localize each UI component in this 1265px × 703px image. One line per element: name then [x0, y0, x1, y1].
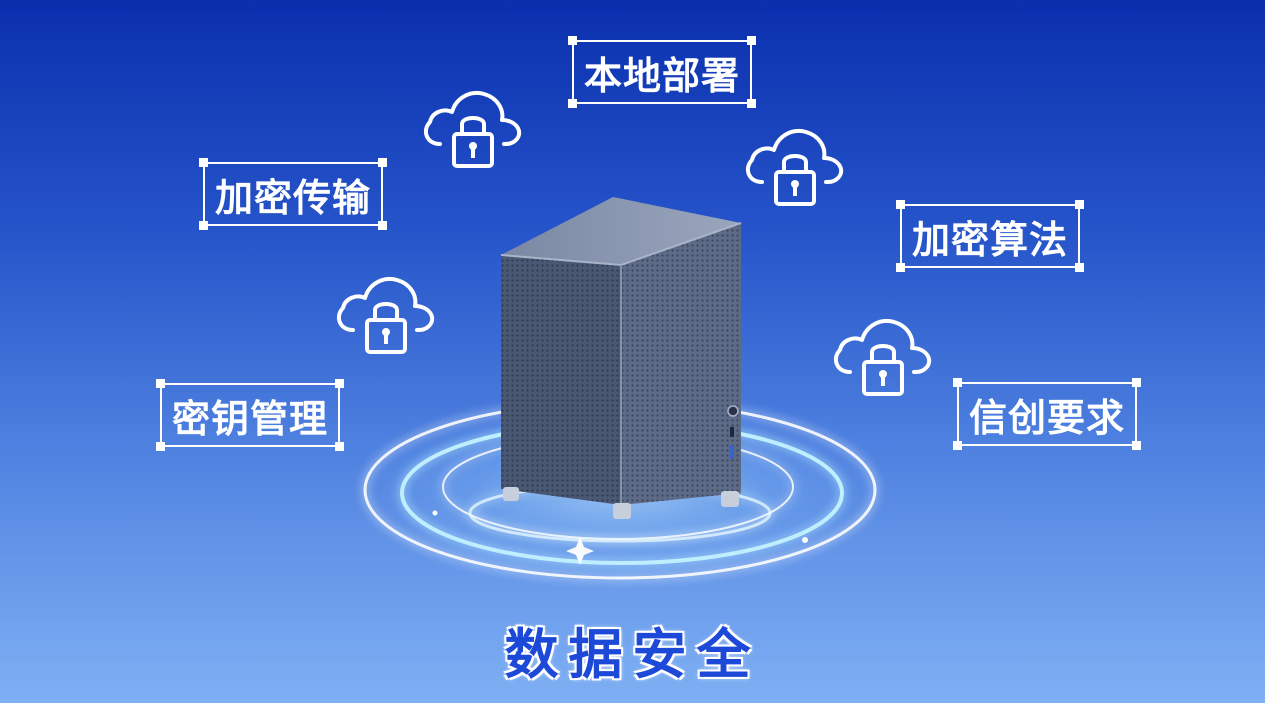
cloud-lock-icon — [423, 91, 522, 168]
label-xinchuang-requirement: 信创要求 — [953, 378, 1141, 450]
footer-title: 数据安全 — [504, 623, 761, 686]
label-key-management-text: 密钥管理 — [171, 396, 328, 441]
label-encrypted-transfer-text: 加密传输 — [214, 175, 371, 220]
cloud-lock-icon — [336, 277, 435, 354]
cloud-lock-icon — [833, 319, 932, 396]
label-local-deploy-text: 本地部署 — [583, 53, 740, 98]
label-encrypted-transfer: 加密传输 — [199, 158, 387, 230]
label-key-management: 密钥管理 — [156, 379, 344, 451]
cloud-lock-icon — [745, 129, 844, 206]
label-xinchuang-requirement-text: 信创要求 — [968, 395, 1125, 440]
label-encryption-algorithm-text: 加密算法 — [911, 217, 1068, 262]
label-encryption-algorithm: 加密算法 — [896, 200, 1084, 272]
label-local-deploy: 本地部署 — [568, 36, 756, 108]
server-tower-icon — [500, 197, 742, 519]
